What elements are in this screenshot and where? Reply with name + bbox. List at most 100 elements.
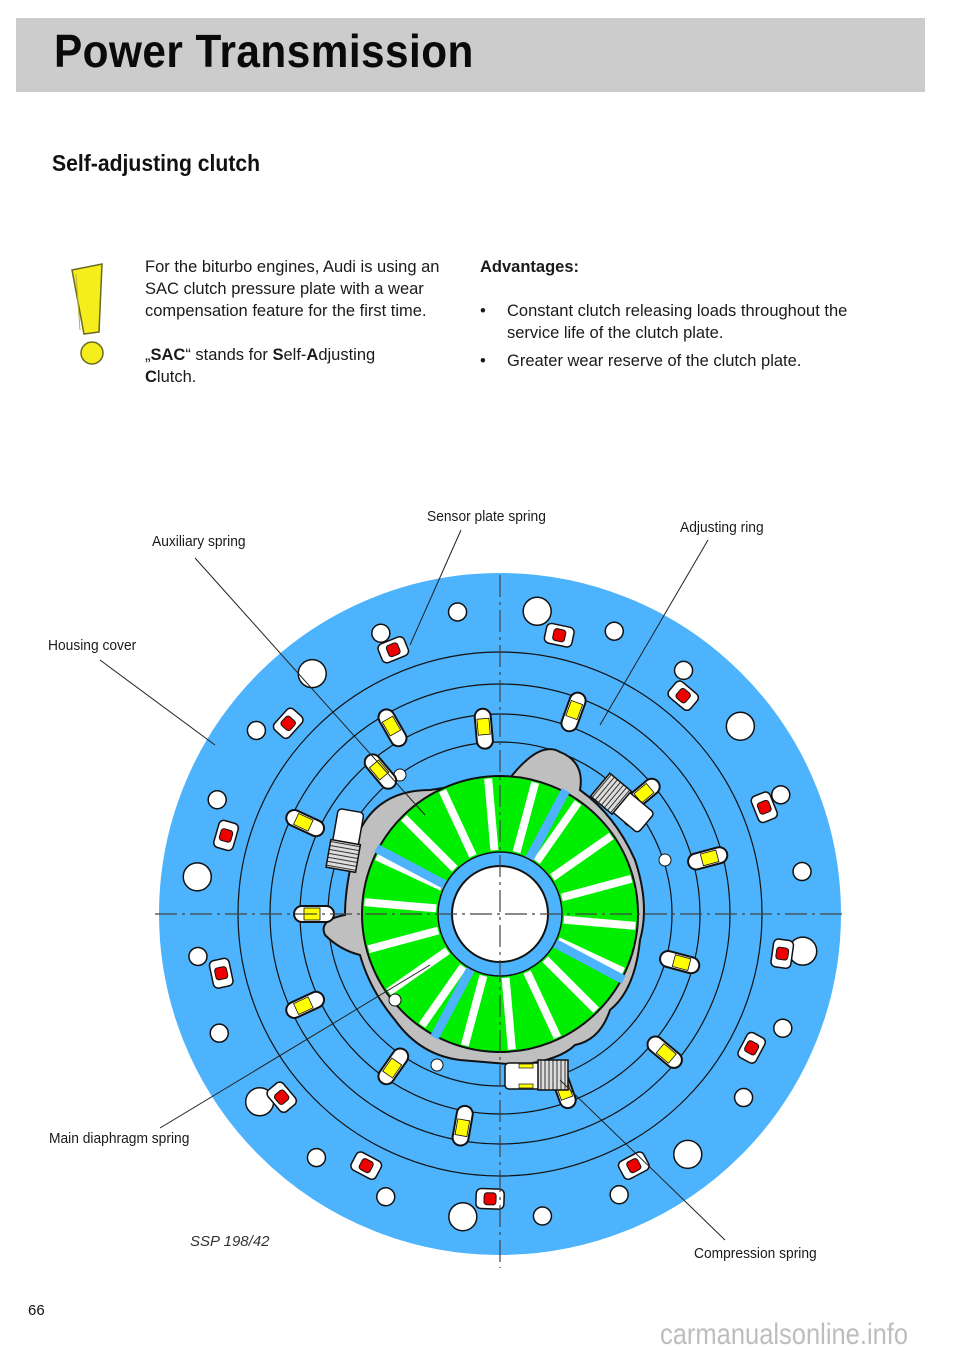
spring-coil [381,715,402,737]
leader-main-diaphragm-spring [159,964,431,1129]
spring-coil [368,759,390,781]
compression-spring-bar [518,1083,534,1089]
adjusting-stop [208,957,234,989]
diaphragm-slot [512,781,540,854]
letter-c: C [145,368,157,386]
spring-coil [633,782,655,804]
bolt-hole [182,862,213,892]
compression-spring [589,772,654,833]
small-hole [388,993,402,1007]
bolt-hole [532,1206,553,1226]
adjusting-stop [213,819,240,852]
stop-block [756,799,772,815]
adjusting-stop [750,791,779,824]
bolt-hole [375,1187,396,1207]
adjusting-stop [377,635,410,664]
stop-block [552,628,567,643]
diaphragm-slot [523,970,562,1039]
spring-coil [293,812,314,832]
small-hole [658,853,672,867]
auxiliary-spring [377,708,408,748]
bolt-hole [297,658,327,689]
adjusting-stop [266,1081,298,1114]
callout-adjusting-ring: Adjusting ring [680,519,764,536]
auxiliary-spring [659,950,701,975]
center-lines [155,575,845,1268]
figure-id: SSP 198/42 [190,1233,270,1250]
spring-coil [293,996,314,1016]
spring-coil [655,1043,677,1064]
auxiliary-spring [363,753,398,790]
header-band [16,18,925,92]
stop-block [675,687,691,704]
bolt-hole [673,660,694,681]
bolt-hole [207,789,227,810]
bolt-hole [306,1147,327,1168]
callout-housing-cover: Housing cover [48,637,137,654]
leader-auxiliary-spring [194,557,426,816]
callout-sensor-plate-spring: Sensor plate spring [427,508,546,525]
stop-block [626,1158,642,1174]
diaphragm-slot [560,874,633,902]
bolt-hole [771,785,791,805]
stop-block [214,966,229,981]
advantage-item: •Greater wear reserve of the clutch plat… [480,350,900,372]
spring-coil [454,1118,471,1138]
diaphragm-slot [364,898,437,913]
diaphragm-gap [550,938,626,984]
small-hole [430,1058,444,1072]
advantages-list: •Constant clutch releasing loads through… [480,300,900,372]
leader-lines [99,529,726,1241]
letter-s: S [272,346,284,364]
stop-block [775,946,790,961]
bolt-hole [609,1185,629,1205]
bolt-hole [188,946,208,967]
auxiliary-spring [285,809,326,838]
auxiliary-springs [285,691,729,1147]
diaphragm-gap [524,788,570,864]
word-clutch: lutch. [156,368,197,386]
diaphragm-slot [550,832,614,881]
diaphragm-slot [484,778,499,851]
leader-sensor-plate-spring [409,529,462,646]
diaphragm-gap [374,844,450,890]
stop-block [218,828,234,843]
adjusting-stops [208,622,795,1210]
spring-coil [699,849,720,867]
bolt-hole [673,1139,703,1170]
stop-block [358,1158,374,1174]
spring-coil [671,954,692,972]
diaphragm-fingers [364,778,636,1050]
compression-coil [325,838,362,874]
advantages-title: Advantages: [480,258,580,276]
quote-close: “ stands for [185,346,273,364]
advantage-text: Constant clutch releasing loads througho… [507,302,848,342]
word-self: elf- [283,346,307,364]
spring-coil [382,1057,403,1079]
sac-abbr: SAC [150,346,186,364]
diaphragm-slot [542,956,599,1013]
callout-compression-spring: Compression spring [694,1245,817,1262]
compression-spring [504,1059,569,1091]
sac-definition: „SAC“ stands for Self-Adjusting Clutch. [145,344,455,388]
stop-block [280,715,296,732]
page-title: Power Transmission [54,25,474,77]
diaphragm-slot [367,926,440,954]
stop-block [273,1089,290,1105]
auxiliary-spring [687,846,729,871]
leader-housing-cover [99,659,216,746]
callout-auxiliary-spring: Auxiliary spring [152,533,246,550]
bolt-hole [773,1018,793,1039]
adjusting-stop [737,1031,767,1064]
stop-block [385,642,401,658]
watermark: carmanualsonline.info [660,1318,909,1351]
adjusting-stop [770,938,795,970]
section-title: Self-adjusting clutch [52,150,261,176]
advantages-block: Advantages: •Constant clutch releasing l… [480,256,900,378]
compression-spring-bar [518,1063,534,1069]
bolt-hole [371,623,391,643]
page-number: 66 [28,1302,45,1319]
word-adjusting: djusting [318,346,376,364]
diaphragm-slot [401,815,458,872]
bolt-hole [725,711,756,741]
